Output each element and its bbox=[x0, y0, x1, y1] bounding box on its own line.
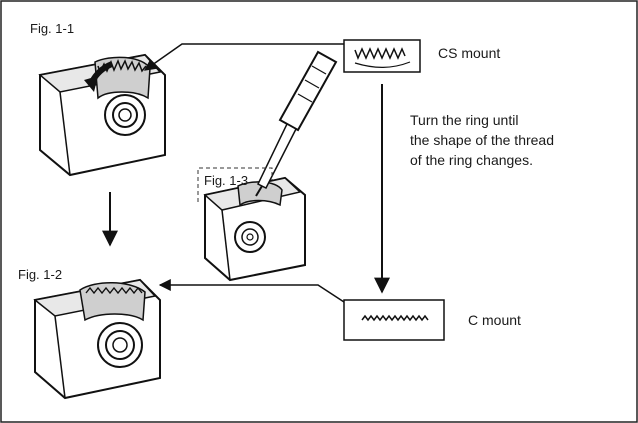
rotation-arrow-head bbox=[84, 76, 98, 92]
cs-mount-thread-icon bbox=[354, 47, 406, 60]
figure-label-1-1: Fig. 1-1 bbox=[30, 21, 75, 36]
cs-mount-leader-arrow bbox=[144, 43, 344, 71]
c-mount-leader-arrow bbox=[158, 279, 345, 303]
c-mount-thread-box bbox=[343, 299, 445, 341]
fig3-label-bracket bbox=[197, 167, 273, 202]
c-mount-label: C mount bbox=[468, 312, 521, 328]
camera-c-mount-illustration bbox=[33, 278, 161, 400]
instruction-line-1: Turn the ring until bbox=[410, 112, 519, 128]
instruction-text: Turn the ring until the shape of the thr… bbox=[410, 110, 554, 170]
cs-mount-label: CS mount bbox=[438, 45, 501, 61]
instruction-line-3: of the ring changes. bbox=[410, 152, 533, 168]
camera-screwdriver-illustration bbox=[203, 176, 306, 282]
screwdriver-icon bbox=[255, 50, 338, 197]
c-mount-thread-icon bbox=[361, 314, 429, 322]
figure-label-1-2: Fig. 1-2 bbox=[18, 267, 63, 282]
instruction-line-2: the shape of the thread bbox=[410, 132, 554, 148]
figure-label-1-3: Fig. 1-3 bbox=[204, 173, 249, 188]
cs-mount-thread-curve bbox=[354, 61, 411, 68]
